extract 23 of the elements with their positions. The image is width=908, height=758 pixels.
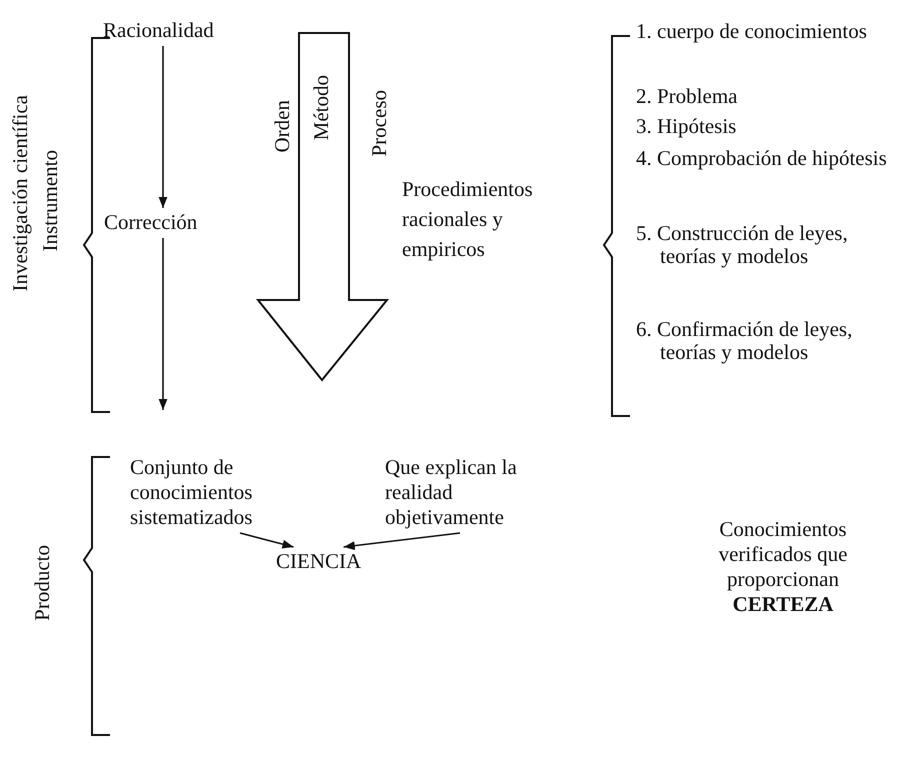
arrow (158, 46, 168, 208)
concept-text: CIENCIA (276, 549, 362, 574)
arrow (240, 532, 294, 548)
note-text: Conocimientos verificados que proporcionan CERTEZA (718, 517, 848, 617)
list-item: 3. Hipótesis (636, 115, 738, 138)
vertical-text: Investigación científica (8, 95, 33, 292)
list-item: 6. Confirmación de leyes, teorías y modelos (636, 318, 854, 364)
list-item: 1. cuerpo de conocimientos (636, 20, 868, 43)
vertical-text: Proceso (367, 90, 392, 156)
arrow (344, 532, 460, 550)
list-item: 4. Comprobación de hipótesis (636, 147, 888, 170)
arrow (158, 238, 168, 410)
concept-text: Conjunto de conocimientos sistematizados (130, 455, 310, 530)
concept-text: Corrección (104, 210, 198, 235)
list-item: 5. Construcción de leyes, teorías y modelos (636, 222, 849, 268)
concept-text: Racionalidad (103, 18, 214, 43)
concept-text: Que explican la realidad objetivamente (385, 455, 555, 530)
vertical-text: Producto (30, 545, 55, 621)
vertical-text: Método (309, 75, 334, 140)
vertical-text: Instrumento (38, 150, 63, 252)
list-item: 2. Problema (636, 85, 738, 108)
concept-text: Procedimientos racionales y empiricos (402, 174, 552, 264)
vertical-text: Orden (270, 100, 295, 152)
